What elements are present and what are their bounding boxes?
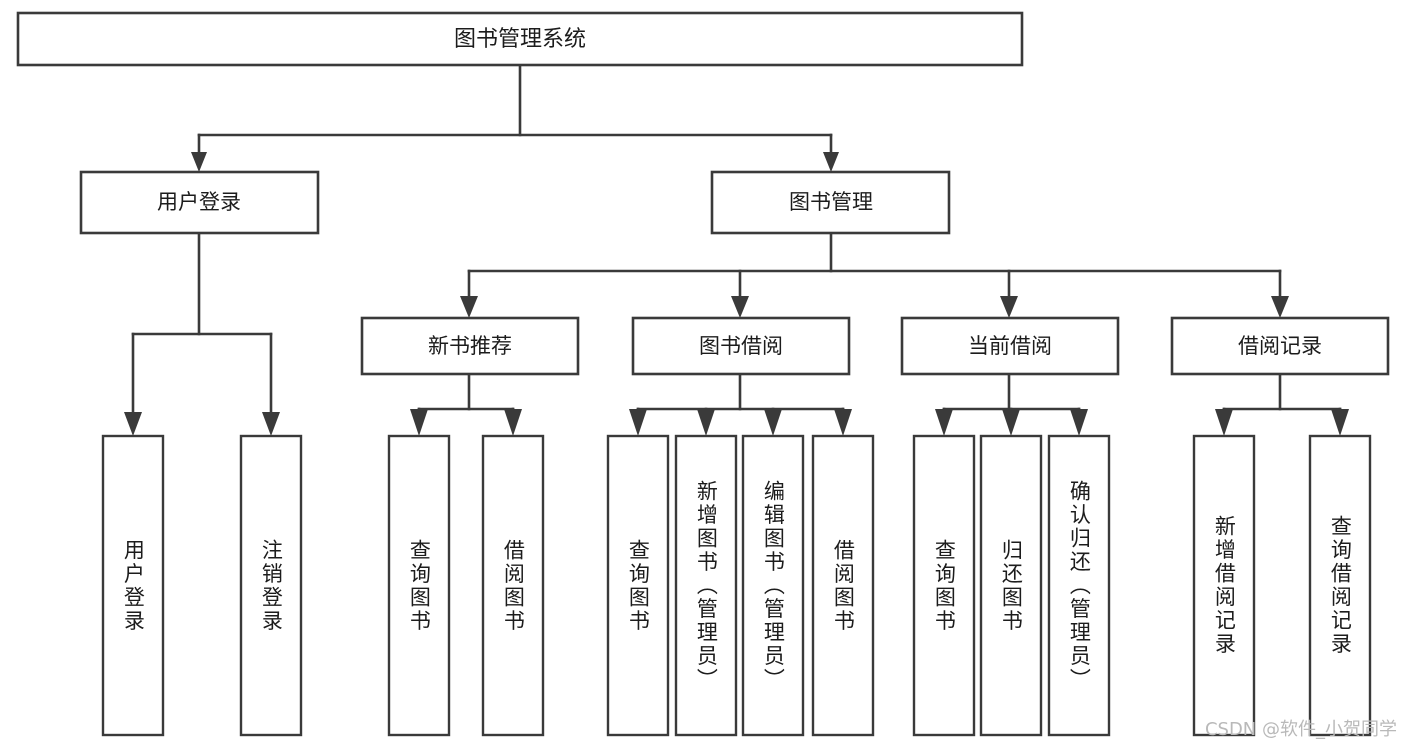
arrow-head-leaf-nb-2 [504,409,522,436]
arrow-head-borrow-record [1271,296,1289,318]
arrow-head-leaf-cb-3 [1070,409,1088,436]
node-book-manage[interactable]: 图书管理 [710,170,951,235]
node-book-borrow[interactable]: 图书借阅 [631,316,851,376]
connector-group-book-borrow [629,372,852,436]
node-current-borrow-box[interactable] [900,316,1120,376]
node-new-book-recommend-box[interactable] [360,316,580,376]
arrow-head-leaf-br-2 [1331,409,1349,436]
node-user-login-box[interactable] [79,170,320,235]
leaf-box-bb-2[interactable] [674,434,738,737]
node-root-box[interactable] [16,11,1024,67]
leaf-box-cb-3[interactable] [1047,434,1111,737]
arrow-head-book-borrow [731,296,749,318]
leaf-boxes-new-book-recommend [387,434,545,737]
node-user-login[interactable]: 用户登录 [79,170,320,235]
leaf-box-br-2[interactable] [1308,434,1372,737]
arrow-head-leaf-user-login-1 [124,412,142,436]
connector-group-new-book-recommend [410,372,522,436]
node-root-label: 图书管理系统 [454,27,586,52]
arrow-head-leaf-nb-1 [410,409,428,436]
arrow-head-new-book [460,296,478,318]
arrow-head-current-borrow [1000,296,1018,318]
node-current-borrow[interactable]: 当前借阅 [900,316,1120,376]
leaf-box-bb-3[interactable] [741,434,805,737]
arrow-head-user-login [191,152,207,172]
node-new-book-recommend[interactable]: 新书推荐 [360,316,580,376]
leaf-box-cb-2[interactable] [979,434,1043,737]
connector-group-borrow-record [1215,372,1349,436]
arrow-head-leaf-cb-2 [1002,409,1020,436]
node-new-book-recommend-label: 新书推荐 [428,334,512,358]
leaf-box-user-login-2[interactable] [239,434,303,737]
leaf-boxes-current-borrow [912,434,1111,737]
arrow-head-leaf-bb-3 [764,409,782,436]
node-book-manage-box[interactable] [710,170,951,235]
arrow-head-leaf-bb-1 [629,409,647,436]
node-user-login-label: 用户登录 [157,190,241,214]
connector-group-book-manage [460,231,1289,318]
node-book-borrow-label: 图书借阅 [699,334,783,358]
node-borrow-record[interactable]: 借阅记录 [1170,316,1390,376]
node-book-borrow-box[interactable] [631,316,851,376]
node-borrow-record-box[interactable] [1170,316,1390,376]
leaf-box-bb-4[interactable] [811,434,875,737]
node-root[interactable]: 图书管理系统 [16,11,1024,67]
arrow-head-book-manage [823,152,839,172]
leaf-box-user-login-1[interactable] [101,434,165,737]
arrow-head-leaf-bb-2 [697,409,715,436]
arrow-head-leaf-bb-4 [834,409,852,436]
arrow-head-leaf-user-login-2 [262,412,280,436]
leaf-box-cb-1[interactable] [912,434,976,737]
connector-group-user-login [124,231,280,436]
node-borrow-record-label: 借阅记录 [1238,334,1322,358]
node-book-manage-label: 图书管理 [789,190,873,214]
leaf-box-nb-2[interactable] [481,434,545,737]
connector-group-root [191,64,839,172]
leaf-boxes-borrow-record [1192,434,1372,737]
connector-group-current-borrow [935,372,1088,436]
arrow-head-leaf-cb-1 [935,409,953,436]
leaf-box-bb-1[interactable] [606,434,670,737]
leaf-boxes-user-login [101,434,303,737]
leaf-boxes-book-borrow [606,434,875,737]
arrow-head-leaf-br-1 [1215,409,1233,436]
node-current-borrow-label: 当前借阅 [968,334,1052,358]
leaf-box-nb-1[interactable] [387,434,451,737]
leaf-box-br-1[interactable] [1192,434,1256,737]
